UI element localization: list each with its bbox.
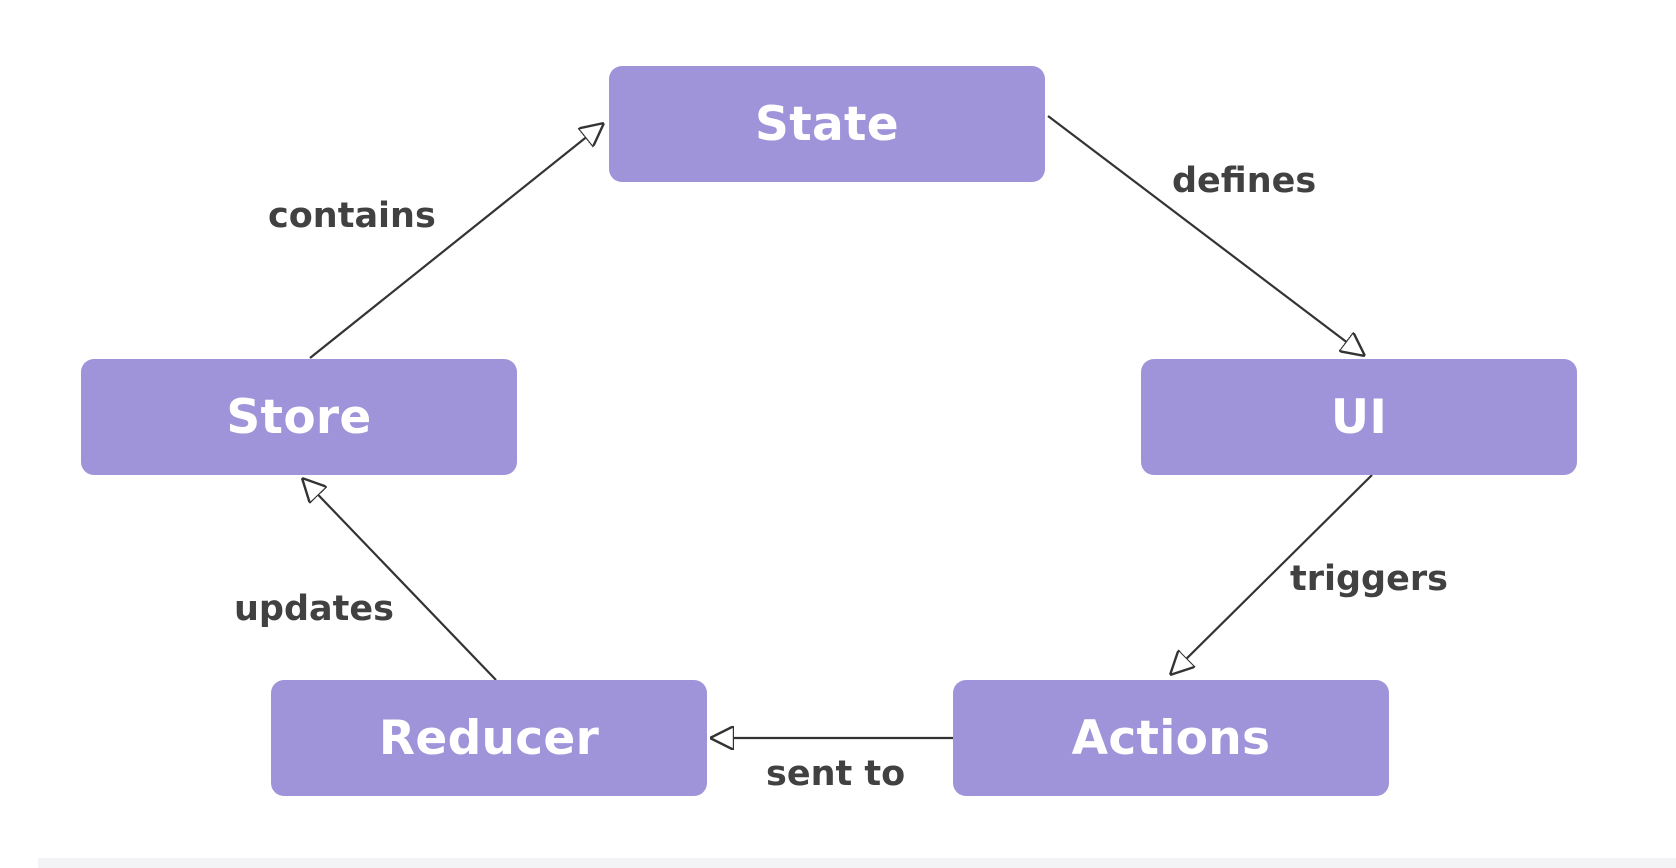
edge-label-triggers: triggers [1290,559,1448,599]
edge-label-updates: updates [234,589,394,629]
actions-node: Actions [953,680,1389,796]
state-node: State [609,66,1045,182]
store-node-label: Store [226,389,372,445]
actions-node-label: Actions [1071,710,1271,766]
state-node-label: State [755,96,899,152]
edge-label-defines: defines [1172,161,1317,201]
edge-contains-arrow [309,123,604,359]
reducer-node-label: Reducer [378,710,600,766]
ui-node-label: UI [1330,389,1388,445]
edge-label-sent-to: sent to [766,754,906,794]
bottom-divider-band [38,858,1676,868]
store-node: Store [81,359,517,475]
edge-triggers-arrow [1170,474,1373,675]
edge-defines-arrow [1047,115,1365,356]
reducer-node: Reducer [271,680,707,796]
edge-label-contains: contains [268,196,436,236]
ui-node: UI [1141,359,1577,475]
edge-updates-arrow [302,478,497,681]
